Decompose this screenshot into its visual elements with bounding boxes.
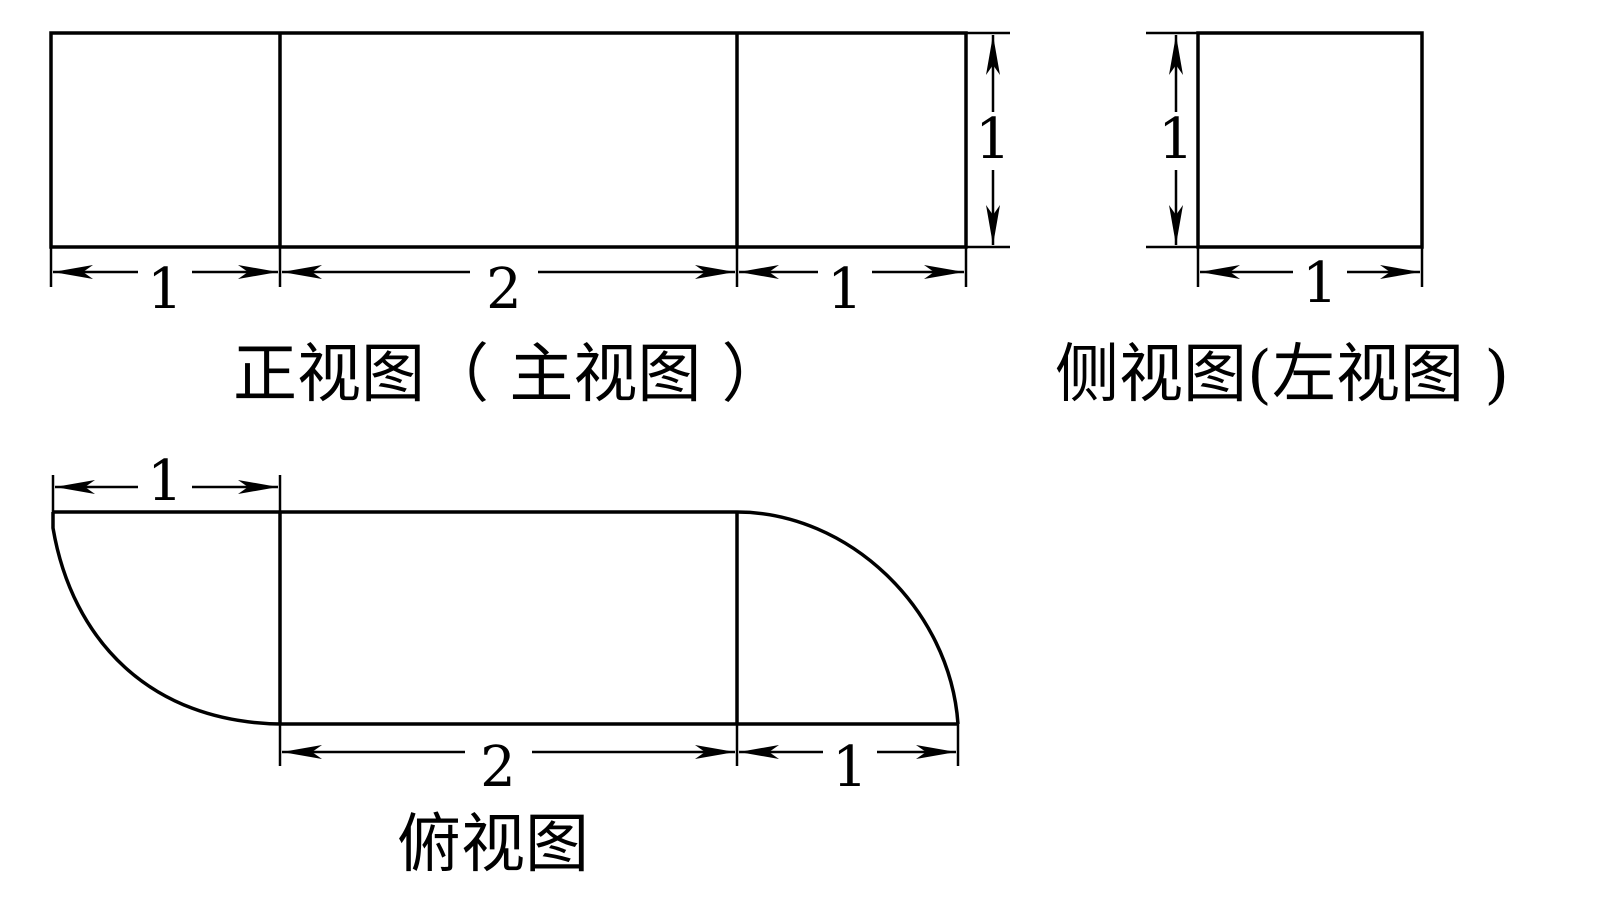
side-dim-label-width: 1	[1302, 251, 1338, 316]
top-view: 1 2 1 俯视图	[51, 449, 960, 882]
top-view-right-arc	[736, 510, 960, 725]
top-view-left-arc	[51, 512, 281, 726]
front-view-outline	[49, 31, 968, 249]
top-dim-label-mid: 2	[480, 735, 516, 800]
side-view: 1 1 侧视图(左视图 )	[1055, 31, 1509, 412]
front-dim-label-left: 1	[147, 257, 183, 322]
top-dim-label-right: 1	[832, 735, 868, 800]
top-view-caption: 俯视图	[397, 808, 589, 882]
top-dim-label-left: 1	[147, 449, 183, 514]
side-dim-label-height: 1	[1158, 107, 1194, 172]
front-dim-label-height: 1	[975, 107, 1011, 172]
side-view-caption: 侧视图(左视图 )	[1055, 338, 1509, 412]
front-dim-label-right: 1	[827, 257, 863, 322]
front-dim-label-mid: 2	[486, 257, 522, 322]
side-view-outline	[1196, 31, 1424, 249]
front-view-caption: 正视图（ 主视图 ）	[233, 338, 786, 412]
front-view: 1 2 1 1 正视图（ 主视图 ）	[49, 31, 1011, 412]
